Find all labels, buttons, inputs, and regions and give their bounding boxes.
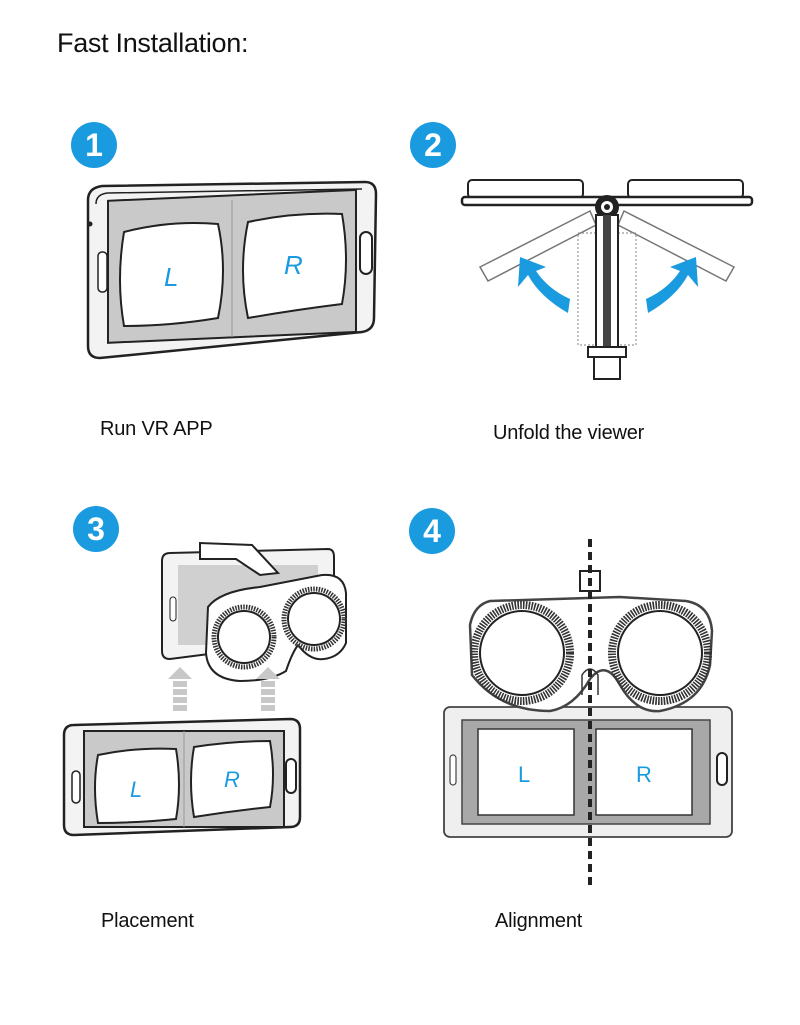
step-3-number-badge: 3 <box>73 506 119 552</box>
step-number: 3 <box>87 511 105 547</box>
left-screen-label: L <box>518 762 530 787</box>
left-screen-label: L <box>130 777 142 802</box>
page-title: Fast Installation: <box>57 28 249 58</box>
right-screen-label: R <box>284 250 303 280</box>
step-number: 4 <box>423 513 441 549</box>
phone-with-lr-screens-icon: L R <box>86 180 378 360</box>
step-number: 2 <box>424 127 442 163</box>
step-1-number-badge: 1 <box>71 122 117 168</box>
step-number: 1 <box>85 127 103 163</box>
step-2-number-badge: 2 <box>410 122 456 168</box>
right-screen-label: R <box>224 767 240 792</box>
right-screen-label: R <box>636 762 652 787</box>
step-4-number-badge: 4 <box>409 508 455 554</box>
viewer-aligned-on-phone-icon: L R <box>443 539 733 885</box>
upward-arrows-icon <box>168 667 280 711</box>
phone-into-viewer-icon: L R <box>62 541 347 837</box>
unfolding-viewer-icon <box>460 179 754 380</box>
step-2-caption: Unfold the viewer <box>493 422 645 444</box>
step-3-caption: Placement <box>101 910 194 932</box>
left-screen-label: L <box>164 262 178 292</box>
step-1-caption: Run VR APP <box>100 418 213 440</box>
step-4-caption: Alignment <box>495 910 583 932</box>
